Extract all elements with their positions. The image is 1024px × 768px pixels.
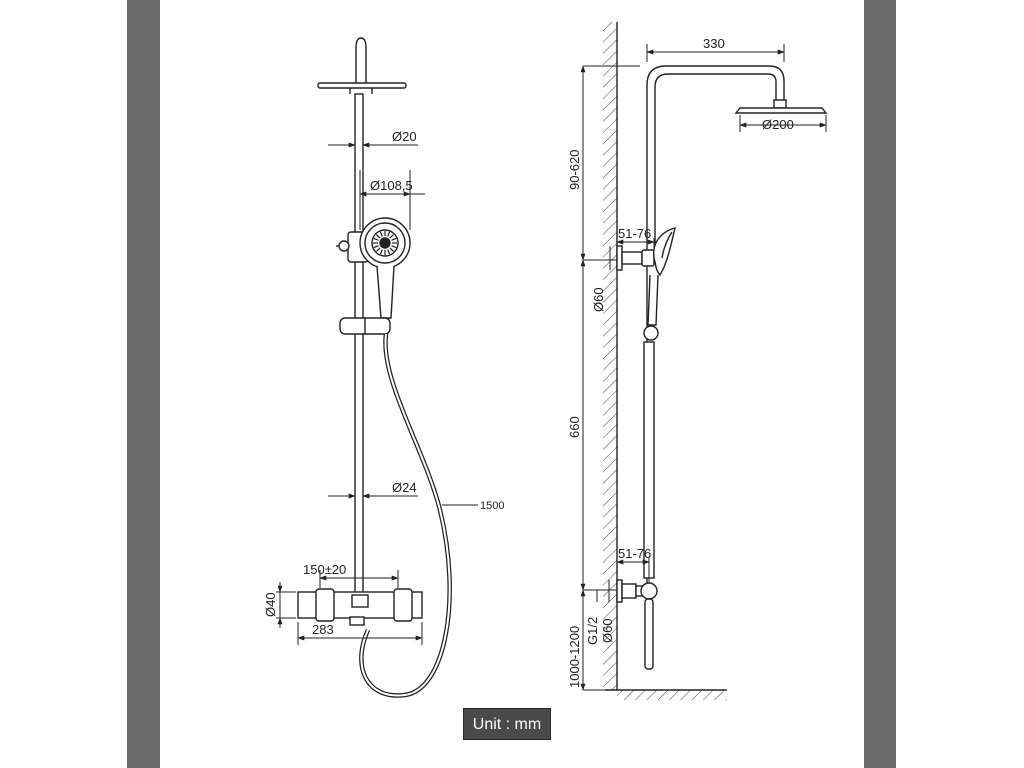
label-pipe-dia: Ø24 — [392, 480, 417, 495]
nozzle-mark — [376, 247, 381, 252]
riser-and-arm-inner — [654, 73, 777, 250]
label-bracket-depth-upper: 51-76 — [618, 226, 651, 241]
nozzle-mark — [387, 231, 391, 237]
front-dimension-lines — [276, 142, 478, 645]
handshower-side — [653, 227, 676, 277]
thermostatic-valve — [297, 588, 423, 626]
label-flange-dia-lower: Ø60 — [600, 618, 615, 643]
label-mount-height: 1000-1200 — [567, 626, 582, 688]
floor-hatch — [617, 690, 727, 700]
front-dimension-labels: Ø20 Ø108,5 Ø24 1500 150±20 283 Ø40 — [263, 129, 504, 637]
nozzle-mark — [379, 231, 383, 237]
nozzle-mark — [373, 245, 379, 249]
nozzle-mark — [379, 249, 383, 255]
label-rail-dia: Ø20 — [392, 129, 417, 144]
left-border-bar — [127, 0, 160, 768]
rain-head-side — [734, 107, 828, 114]
label-arm-reach: 330 — [703, 36, 725, 51]
label-valve-length: 283 — [312, 622, 334, 637]
handshower-handle — [376, 265, 395, 319]
nozzle-mark — [376, 234, 381, 239]
side-view-fixture — [616, 65, 828, 670]
label-head-dia: Ø200 — [762, 117, 794, 132]
shower-arm-top — [355, 37, 367, 84]
nozzle-mark — [389, 247, 394, 252]
upper-wall-bracket — [616, 245, 655, 271]
nozzle-mark — [391, 237, 397, 241]
side-view — [603, 22, 727, 700]
shower-hose — [359, 333, 452, 698]
rain-head-front — [317, 82, 407, 89]
front-view — [297, 37, 452, 698]
label-inlet-thread: G1/2 — [585, 617, 600, 645]
label-height-adjust: 90-620 — [567, 150, 582, 190]
label-hose-length: 1500 — [480, 500, 504, 512]
label-flange-dia-upper: Ø60 — [591, 287, 606, 312]
lower-rail-side — [643, 341, 655, 579]
nozzle-mark — [389, 234, 394, 239]
nozzle-mark — [387, 249, 391, 255]
vertical-rail — [354, 93, 364, 595]
side-dimension-labels: 330 Ø200 90-620 51-76 Ø60 660 51-76 G1/2… — [567, 36, 794, 688]
label-valve-dia: Ø40 — [263, 592, 278, 617]
handshower-face — [359, 217, 411, 269]
riser-and-arm — [646, 65, 785, 650]
wall-hatch — [603, 22, 617, 690]
side-dimension-lines — [580, 44, 827, 691]
handshower-handle-side — [647, 274, 659, 326]
right-border-bar — [864, 0, 896, 768]
unit-badge: Unit : mm — [463, 708, 551, 740]
nozzle-mark — [373, 237, 379, 241]
label-rail-length: 660 — [567, 416, 582, 438]
label-center-distance: 150±20 — [303, 562, 346, 577]
label-bracket-depth-lower: 51-76 — [618, 546, 651, 561]
lower-wall-connection — [616, 579, 658, 670]
label-handshower-dia: Ø108,5 — [370, 178, 413, 193]
nozzle-mark — [391, 245, 397, 249]
